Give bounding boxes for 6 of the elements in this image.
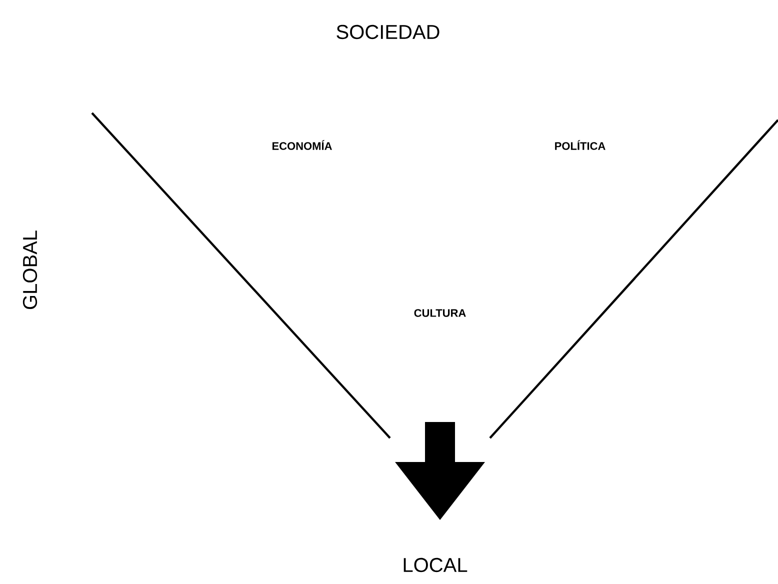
heading: SOCIEDAD [336, 24, 440, 40]
axis-label: GLOBAL [22, 230, 38, 310]
axis-label: LOCAL [404, 558, 468, 572]
area-label: CULTURA [414, 309, 466, 317]
area-label: ECONOMÍA [272, 140, 332, 150]
area-label: POLÍTICA [555, 140, 606, 150]
